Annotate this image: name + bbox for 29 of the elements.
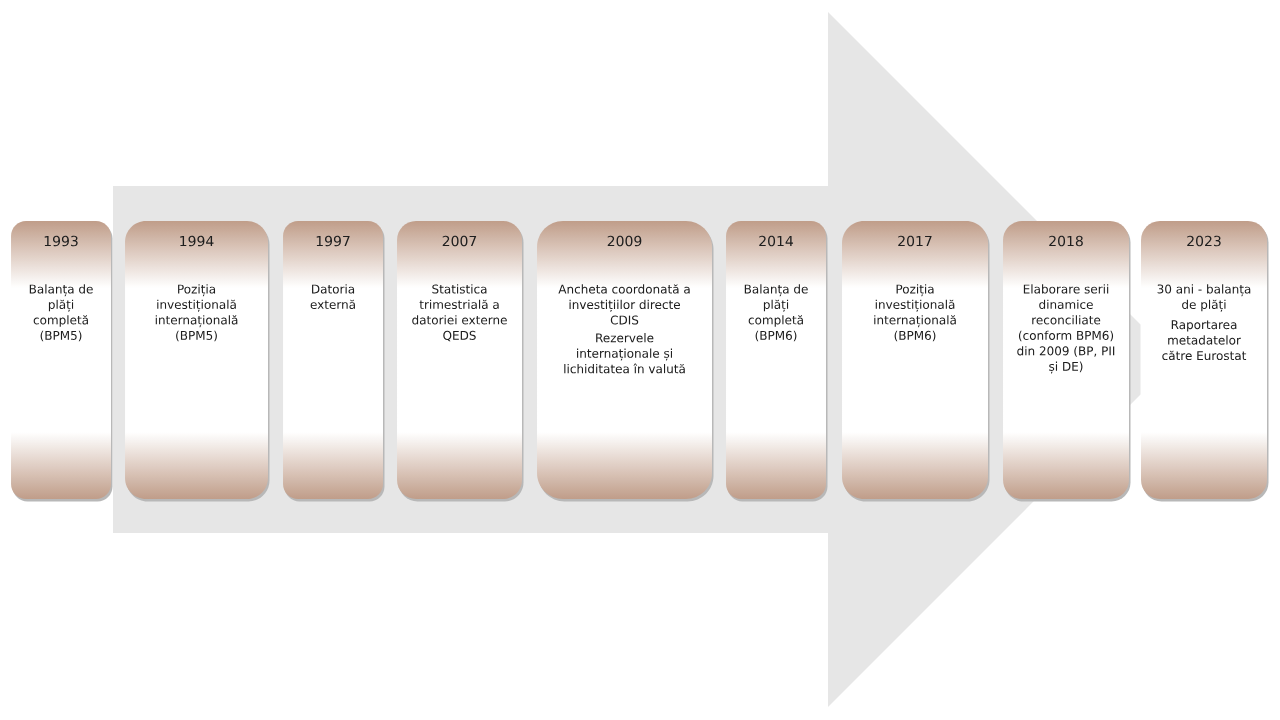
milestone-card	[125, 221, 270, 502]
year-label: 1993	[44, 235, 78, 247]
milestone-text: Poziția investițională internațională (BPM5)	[155, 284, 238, 342]
milestone-card	[842, 221, 990, 502]
milestone-card	[283, 221, 385, 502]
year-label: 2018	[1049, 235, 1083, 247]
milestone-card	[1141, 221, 1269, 502]
milestone-card	[11, 221, 113, 502]
year-label: 1994	[180, 235, 214, 247]
milestone-text: 30 ani - balanța de plăți	[1157, 284, 1251, 312]
milestone-text: Ancheta coordonată a investițiilor directe CDIS	[558, 284, 690, 325]
year-label: 2007	[442, 235, 477, 247]
milestone-text: Datoria externă	[310, 284, 355, 309]
milestone-text: Raportarea metadatelor către Eurostat	[1162, 320, 1247, 361]
milestone-text: Elaborare serii dinamice reconciliate (conform BPM6) din 2009 (BP, PII și DE)	[1017, 284, 1115, 374]
year-label: 2014	[759, 235, 793, 247]
milestone-card	[726, 221, 828, 502]
milestone-card	[397, 221, 524, 502]
year-label: 2023	[1187, 235, 1221, 247]
year-label: 1997	[316, 235, 350, 247]
milestone-text: Rezervele internaționale și lichiditatea în valută	[564, 333, 685, 374]
milestone-text: Statistica trimestrială a datoriei externe QEDS	[412, 284, 507, 342]
milestone-card	[1003, 221, 1131, 502]
year-label: 2009	[607, 235, 642, 247]
milestone-text: Poziția investițională internațională (BPM6)	[874, 284, 956, 342]
milestone-text: Balanța de plăți completă (BPM5)	[29, 284, 93, 342]
milestone-text: Balanța de plăți completă (BPM6)	[744, 284, 808, 342]
year-label: 2017	[898, 235, 932, 247]
milestone-card	[537, 221, 714, 502]
